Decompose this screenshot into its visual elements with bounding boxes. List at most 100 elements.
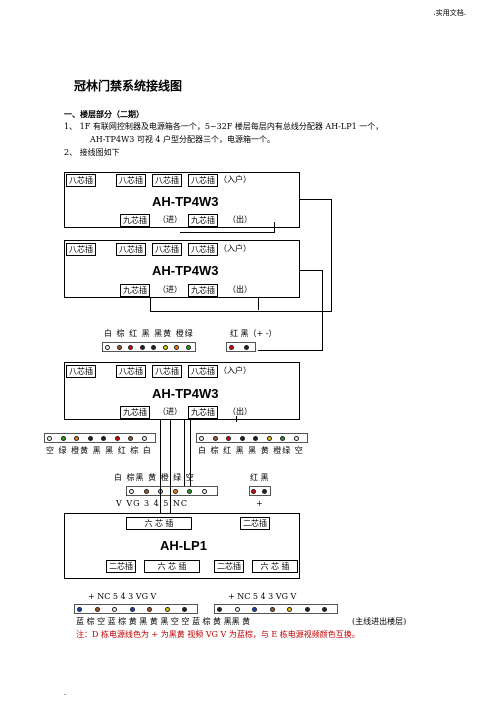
terminal-strip-4-right [214,604,338,614]
terminal-dot [74,435,79,441]
wire-line [190,420,191,486]
terminal-dot [147,606,152,612]
tp4w3-2-top-cell-2: 八芯插 [116,243,146,256]
tp4w3-2-in-label: （入户） [219,244,251,253]
tp4w3-3-top-cell-3: 八芯插 [152,365,182,378]
terminal-dot [141,435,147,441]
tp4w3-1-top-cell-4: 八芯插 [188,174,218,187]
terminal-strip-1 [102,342,196,352]
terminal-dot [280,435,285,441]
terminal-dot [139,344,145,350]
wire-row-2-left-colors: 空 绿 橙黄 黑 黑 红 棕 白 [46,446,152,455]
terminal-dot [239,435,245,441]
tp4w3-3-in-label-bottom: （进） [158,407,182,416]
terminal-dot [269,606,275,612]
tp4w3-1-out-label: （出） [228,215,252,224]
terminal-dot [266,435,272,441]
terminal-dot [212,435,218,441]
terminal-dot [114,435,120,441]
terminal-strip-1-power [226,342,256,352]
terminal-dot [101,435,106,441]
terminal-dot [251,488,256,494]
tp4w3-3-out-plug: 九芯插 [188,406,218,419]
wire-row-3-plus: + [256,499,263,508]
terminal-dot [252,606,257,612]
terminal-dot [322,606,327,612]
wire-row-2-right-colors: 白 棕 红 黑 黑 黄 橙绿 空 [198,446,304,455]
wire-line [300,270,322,271]
wire-line [274,222,275,233]
tp4w3-3-model: AH-TP4W3 [152,386,219,401]
terminal-dot [217,606,222,612]
bottom-signals-left: + NC 5 4 3 VG V [88,592,157,601]
terminal-dot [201,488,207,494]
tp4w3-2-top-cell-4: 八芯插 [188,243,218,256]
terminal-strip-3 [126,486,218,496]
terminal-dot [293,435,299,441]
tp4w3-3-top-cell-1: 八芯插 [66,365,96,378]
terminal-dot [143,488,149,494]
lp1-unit [64,513,300,579]
wire-line [258,350,323,351]
wire-row-3-power: 红 黑 [250,473,269,482]
terminal-dot [151,344,156,350]
tp4w3-2-out-plug: 九芯插 [188,284,218,297]
terminal-dot [116,344,122,350]
terminal-dot [244,344,249,350]
terminal-strip-2-right [196,433,308,443]
wire-line [150,298,151,312]
tp4w3-1-top-cell-3: 八芯插 [152,174,182,187]
wire-row-1-power: 红 黑（+ -） [230,329,277,338]
tp4w3-3-out-label: （出） [228,407,252,416]
wire-row-3-colors: 白 棕黑 黄 橙 绿 空 [114,473,195,482]
terminal-dot [128,344,133,350]
wire-line [331,199,332,311]
item-1-line-1: 1、 1F 有联网控制器及电源箱各一个，5~32F 楼层每层内有总线分配器 AH… [64,122,384,131]
tp4w3-2-top-cell-1: 八芯插 [66,243,96,256]
tp4w3-1-top-cell-1: 八芯插 [66,174,96,187]
terminal-dot [262,488,267,494]
terminal-dot [129,488,134,494]
tp4w3-unit-1 [64,172,300,228]
wire-row-1-colors: 白 棕 红 黑 黑黄 橙绿 [104,329,194,338]
bottom-signals-right: + NC 5 4 3 VG V [228,592,297,601]
terminal-dot [287,606,292,612]
lp1-top-left-plug: 六 芯 插 [126,517,192,530]
wire-line [258,298,259,310]
terminal-dot [234,606,240,612]
tp4w3-1-top-cell-2: 八芯插 [116,174,146,187]
lp1-bottom-plug-4: 六 芯 插 [252,560,298,573]
tp4w3-1-in-label-bottom: （进） [158,215,182,224]
terminal-dot [164,606,170,612]
item-1-line-2: AH-TP4W3 可视 4 户型分配器三个，电源箱一个。 [90,135,276,144]
wire-line [170,420,171,513]
wire-row-3-signals: V VG 3 4 5 NC [116,499,189,508]
wire-line [150,311,332,312]
terminal-dot [182,606,187,612]
section-heading: 一、楼层部分（二期） [64,109,144,119]
terminal-dot [94,606,100,612]
bottom-colors: 蓝 棕 空 蓝 棕 黄 黑 黄 黑 空 空 蓝 棕 黄 黑黑 黄 [76,617,251,626]
footer-mark: . [64,689,67,697]
wire-line [160,420,161,513]
terminal-dot [185,344,191,350]
terminal-dot [60,435,66,441]
terminal-dot [304,606,310,612]
terminal-dot [162,344,168,350]
tp4w3-2-top-cell-3: 八芯插 [152,243,182,256]
tp4w3-3-in-label: （入户） [219,366,251,375]
tp4w3-1-in-plug: 九芯插 [120,214,150,227]
wire-line [236,416,237,422]
terminal-strip-4-left [74,604,198,614]
terminal-dot [129,606,135,612]
terminal-dot [112,606,117,612]
terminal-dot [253,435,258,441]
terminal-dot [105,344,110,350]
lp1-model: AH-LP1 [160,538,207,553]
terminal-dot [87,435,93,441]
tp4w3-1-out-plug: 九芯插 [188,214,218,227]
tp4w3-2-in-label-bottom: （进） [158,285,182,294]
tp4w3-unit-3 [64,362,300,420]
lp1-bottom-plug-1: 二芯插 [106,560,136,573]
terminal-dot [77,606,82,612]
